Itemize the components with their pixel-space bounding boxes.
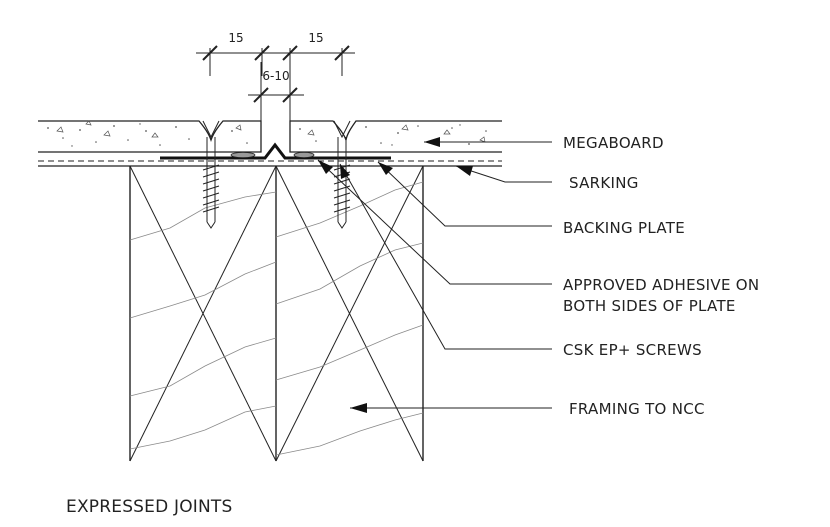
screw-left <box>202 120 220 229</box>
label-sarking: SARKING <box>569 174 639 192</box>
leader-lines <box>317 141 552 409</box>
backing-plate <box>160 142 391 160</box>
dim-right-gap: 15 <box>308 31 323 45</box>
label-megaboard: MEGABOARD <box>563 134 664 152</box>
drawing-title: EXPRESSED JOINTS <box>66 497 233 517</box>
sarking <box>38 160 502 167</box>
megaboard <box>38 120 502 153</box>
label-backing-plate: BACKING PLATE <box>563 219 685 237</box>
label-framing: FRAMING TO NCC <box>569 400 705 418</box>
adhesive <box>230 151 315 158</box>
dimension-lines <box>196 45 355 121</box>
label-adhesive-line2: BOTH SIDES OF PLATE <box>563 297 736 315</box>
wood-grain <box>129 181 424 456</box>
label-adhesive-line1: APPROVED ADHESIVE ON <box>563 276 759 294</box>
leader-arrowheads <box>318 137 473 413</box>
dim-joint-gap: 6-10 <box>262 69 289 83</box>
label-screws: CSK EP+ SCREWS <box>563 341 702 359</box>
framing <box>129 165 424 462</box>
dim-left-gap: 15 <box>228 31 243 45</box>
